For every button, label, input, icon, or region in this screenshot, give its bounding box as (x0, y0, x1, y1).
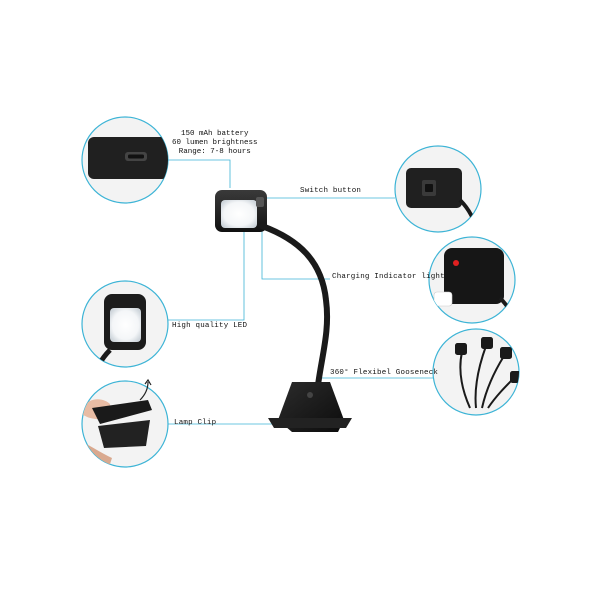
range-label: Range: 7-8 hours (178, 148, 251, 156)
detail-circle-led (81, 280, 169, 368)
battery-spec-text: 150 mAh battery 60 lumen brightness Rang… (172, 130, 258, 157)
detail-circle-clip (81, 378, 169, 468)
led-light-icon (221, 200, 257, 228)
battery-capacity-label: 150 mAh battery (181, 130, 249, 138)
detail-circle-battery (81, 116, 169, 204)
switch-button-label: Switch button (300, 187, 362, 195)
gooseneck-arm (259, 223, 331, 388)
detail-circle-switch (394, 145, 482, 233)
charging-indicator-label: Charging Indicator light (332, 273, 445, 281)
detail-circle-cables (432, 328, 520, 416)
detail-circle-indicator (428, 236, 516, 324)
lamp-head (215, 190, 267, 232)
leader-lines (168, 159, 434, 425)
brightness-label: 60 lumen brightness (172, 139, 258, 147)
led-light-icon (110, 308, 141, 342)
lamp-clip (268, 382, 352, 432)
high-quality-led-label: High quality LED (172, 322, 248, 330)
lamp-clip-label: Lamp Clip (174, 419, 217, 427)
indicator-light-icon (453, 260, 459, 266)
gooseneck-label: 360° Flexibel Gooseneck (330, 369, 439, 377)
